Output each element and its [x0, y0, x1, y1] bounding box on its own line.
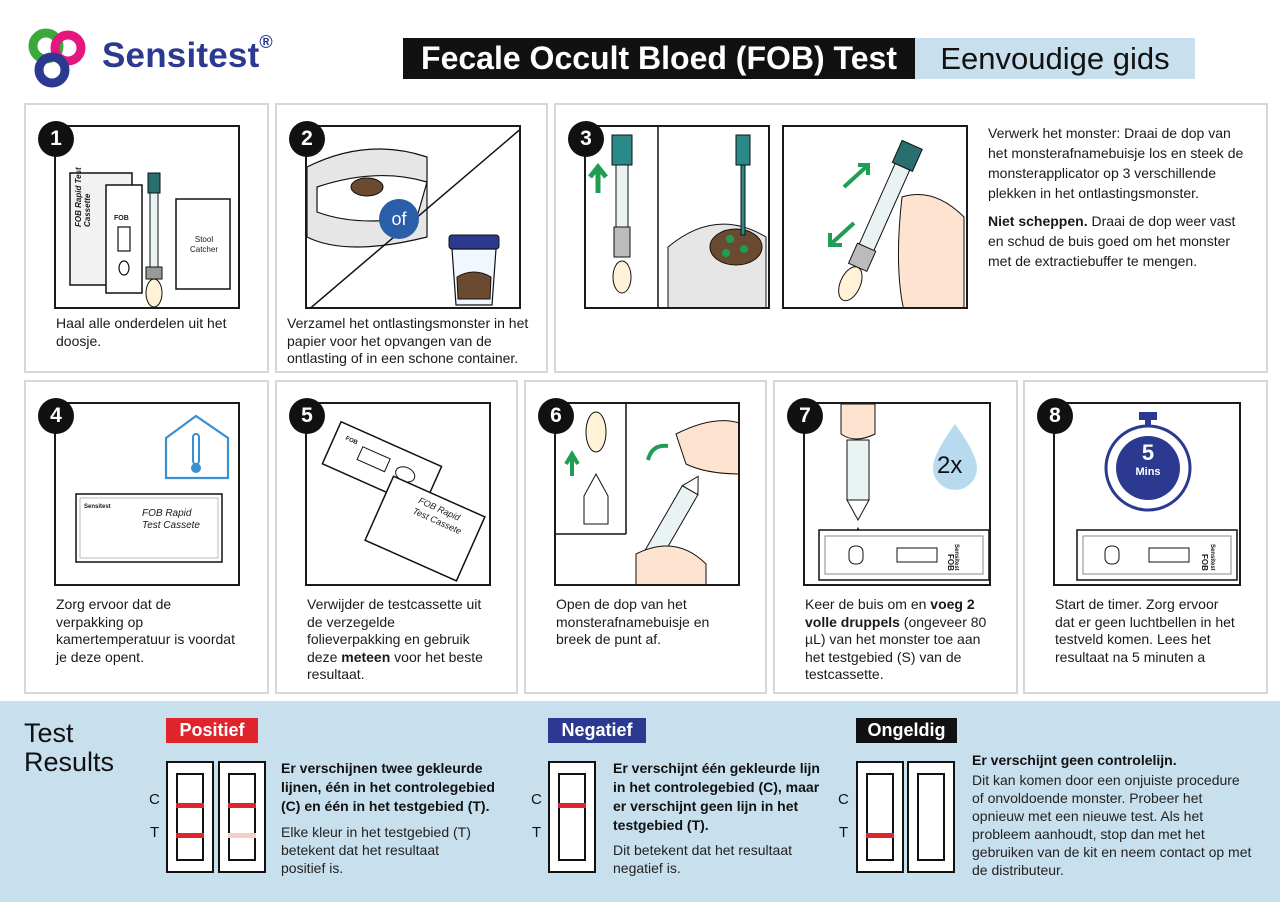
step-7-text-bold: voeg 2 volle druppels — [805, 596, 975, 630]
step-5-text-lead: Verwijder de testcassette uit de verzege… — [307, 596, 482, 665]
step-panel-7: 2x Sensitest FOB 7 Keer de buis om en vo… — [773, 380, 1018, 694]
step-2-description: Verzamel het ontlastingsmonster in het p… — [287, 315, 529, 366]
step-8-badge: 8 — [1037, 398, 1073, 434]
open-foil-icon — [321, 420, 486, 582]
step-4-pack-label-2: Test Cassete — [142, 520, 200, 531]
brand-trademark: ® — [259, 32, 273, 52]
step-2-badge: 2 — [289, 121, 325, 157]
invalid-t-label: T — [839, 824, 849, 841]
add-drops-icon — [818, 404, 989, 581]
step-1-cassette-label: FOB Rapid Test Cassette — [74, 167, 92, 227]
positive-cassette-1 — [166, 761, 214, 873]
page-title: Fecale Occult Bloed (FOB) Test — [403, 38, 915, 79]
step-3-badge: 3 — [568, 121, 604, 157]
step-2-or-badge: of — [379, 199, 419, 239]
negative-text: Dit betekent dat het resultaat negatief … — [613, 842, 792, 876]
timer-icon — [1076, 412, 1238, 581]
step-6-description: Open de dop van het monsterafnamebuisje … — [556, 596, 710, 647]
step-5-text-bold: meteen — [341, 648, 391, 665]
positive-t-label: T — [150, 824, 160, 841]
step-4-pack-label-1: FOB Rapid — [142, 508, 192, 519]
step-1-description: Haal alle onderdelen uit het doosje. — [56, 315, 227, 349]
positive-bold-text: Er verschijnen twee gekleurde lijnen, éé… — [281, 760, 495, 814]
brand-logo: Sensitest® — [24, 24, 304, 96]
positive-cassette-2 — [218, 761, 266, 873]
step-1-fob-label: FOB — [114, 215, 129, 222]
break-tip-icon — [556, 404, 738, 584]
step-5-text-tail: voor het beste resultaat. — [307, 648, 483, 683]
step-4-illustration: Sensitest FOB Rapid Test Cassete — [54, 402, 240, 586]
timer-unit: Mins — [1135, 466, 1161, 478]
positive-text: Elke kleur in het testgebied (T) beteken… — [281, 824, 471, 876]
step-3-illustration-b — [782, 125, 968, 309]
step-7-text-lead: Keer de buis om en — [805, 596, 931, 612]
step-panel-8: 5 Mins Sensitest FOB 8 Start de timer. Z… — [1023, 380, 1268, 694]
applicator-insert-icon — [588, 127, 767, 307]
shake-tube-icon — [828, 139, 965, 307]
step-5-description: Verwijder de testcassette uit de verzege… — [307, 596, 487, 684]
step-7-description: Keer de buis om en voeg 2 volle druppels… — [805, 596, 995, 684]
step-4-pack-brand: Sensitest — [84, 504, 111, 510]
step-panel-6: 6 Open de dop van het monsterafnamebuisj… — [524, 380, 767, 694]
step-panel-1: FOB Rapid Test Cassette FOB Stool Catche… — [24, 103, 269, 373]
step-8-description: Start de timer. Zorg ervoor dat er geen … — [1055, 596, 1235, 665]
step-6-badge: 6 — [538, 398, 574, 434]
step-panel-4: Sensitest FOB Rapid Test Cassete 4 Zorg … — [24, 380, 269, 694]
step-1-stool-catcher-label: Stool Catcher — [189, 235, 218, 254]
step-4-description: Zorg ervoor dat de verpakking op kamerte… — [56, 596, 235, 665]
step-1-badge: 1 — [38, 121, 74, 157]
room-temperature-icon — [75, 414, 230, 563]
step-7-badge: 7 — [787, 398, 823, 434]
brand-name: Sensitest — [102, 36, 260, 75]
invalid-c-label: C — [838, 791, 849, 808]
step-7-illustration: 2x Sensitest FOB — [803, 402, 991, 586]
positive-label: Positief — [166, 718, 258, 743]
step-5-illustration: FOB FOB Rapid Test Cassete — [305, 402, 491, 586]
invalid-bold-text: Er verschijnt geen controlelijn. — [972, 752, 1177, 768]
negative-bold-text: Er verschijnt één gekleurde lijn in het … — [613, 760, 820, 833]
page-subtitle: Eenvoudige gids — [915, 38, 1195, 79]
results-title: Test Results — [24, 718, 115, 777]
step-7-drops-label: 2x — [937, 452, 963, 479]
kit-contents-icon — [69, 172, 231, 307]
step-panel-3: 3 Verwerk het monster: Draai de dop van … — [554, 103, 1268, 373]
negative-cassette — [548, 761, 596, 873]
invalid-label: Ongeldig — [856, 718, 957, 743]
step-5-badge: 5 — [289, 398, 325, 434]
invalid-cassette-2 — [907, 761, 955, 873]
positive-c-label: C — [149, 791, 160, 808]
invalid-text: Dit kan komen door een onjuiste procedur… — [972, 772, 1252, 878]
step-7-cassette-fob: FOB — [946, 554, 955, 571]
step-panel-2: of 2 Verzamel het ontlastingsmonster in … — [275, 103, 548, 373]
step-8-cassette-fob: FOB — [1200, 554, 1209, 571]
test-results-section: Test Results Positief C T Er verschijnen… — [0, 701, 1280, 902]
step-3-text-bold: Niet scheppen. — [988, 213, 1088, 229]
step-3-text-tail: Draai de dop weer vast en schud de buis … — [988, 213, 1236, 269]
invalid-cassette-1 — [856, 761, 904, 873]
step-7-text-tail: (ongeveer 80 µL) van het monster toe aan… — [805, 613, 987, 683]
step-8-illustration: 5 Mins Sensitest FOB — [1053, 402, 1241, 586]
step-3-text-lead: Verwerk het monster: Draai de dop van he… — [988, 125, 1244, 201]
step-6-illustration — [554, 402, 740, 586]
negative-label: Negatief — [548, 718, 646, 743]
step-3-description: Verwerk het monster: Draai de dop van he… — [988, 123, 1253, 271]
timer-value: 5 — [1141, 440, 1155, 465]
step-1-illustration: FOB Rapid Test Cassette FOB Stool Catche… — [54, 125, 240, 309]
negative-t-label: T — [532, 824, 542, 841]
step-3-illustration-a — [584, 125, 770, 309]
logo-rings-icon — [28, 28, 86, 88]
negative-c-label: C — [531, 791, 542, 808]
step-panel-5: FOB FOB Rapid Test Cassete 5 Verwijder d… — [275, 380, 518, 694]
step-4-badge: 4 — [38, 398, 74, 434]
step-8-cassette-brand: Sensitest — [1209, 544, 1215, 571]
step-2-illustration: of — [305, 125, 521, 309]
